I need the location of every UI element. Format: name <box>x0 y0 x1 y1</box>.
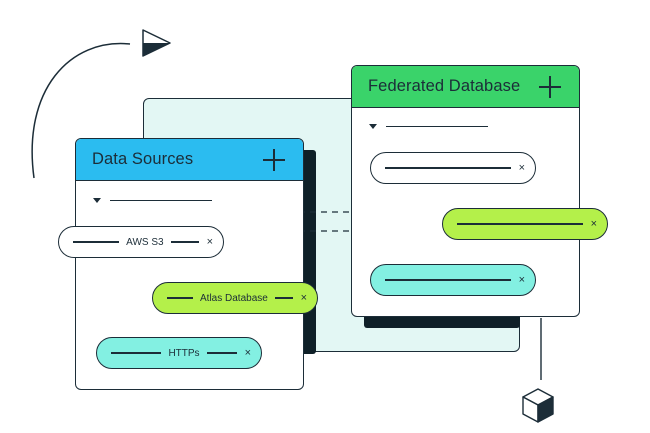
arc-decoration <box>31 42 131 179</box>
caret-down-icon <box>369 124 377 129</box>
federated-tree-row[interactable] <box>369 124 488 129</box>
source-pill-https[interactable]: HTTPs × <box>96 337 262 369</box>
source-pill-atlas-database[interactable]: Atlas Database × <box>152 282 318 314</box>
data-sources-title: Data Sources <box>92 150 194 168</box>
cube-icon <box>522 388 554 423</box>
play-triangle-icon <box>142 29 171 57</box>
federated-database-header: Federated Database <box>352 66 579 108</box>
close-icon[interactable]: × <box>518 273 525 286</box>
data-sources-tree-row[interactable] <box>93 198 212 203</box>
close-icon[interactable]: × <box>244 346 251 359</box>
plus-icon[interactable] <box>263 149 285 171</box>
close-icon[interactable]: × <box>590 217 597 230</box>
plus-icon[interactable] <box>539 76 561 98</box>
data-sources-header: Data Sources <box>76 139 303 181</box>
federated-database-title: Federated Database <box>368 77 521 95</box>
federated-pill-1[interactable]: × <box>370 152 536 184</box>
close-icon[interactable]: × <box>518 161 525 174</box>
federated-pill-2[interactable]: × <box>442 208 608 240</box>
close-icon[interactable]: × <box>206 235 213 248</box>
caret-down-icon <box>93 198 101 203</box>
federated-pill-3[interactable]: × <box>370 264 536 296</box>
close-icon[interactable]: × <box>300 291 307 304</box>
source-pill-aws-s3[interactable]: AWS S3 × <box>58 226 224 258</box>
